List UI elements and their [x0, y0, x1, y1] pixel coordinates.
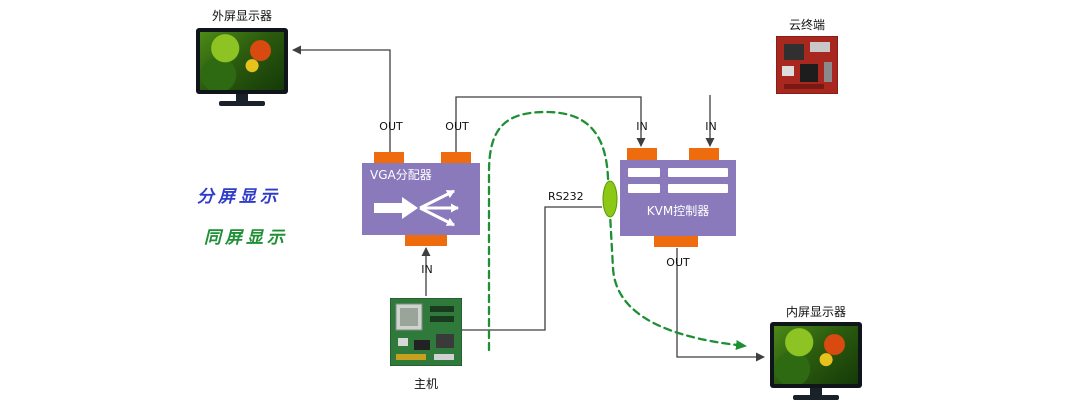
internal-monitor-label: 内屏显示器 [785, 305, 846, 319]
vga-port-out-right [441, 152, 471, 164]
kvm-slot [668, 184, 728, 193]
port-label-vga-out-right: OUT [445, 120, 469, 133]
kvm-controller-title: KVM控制器 [646, 204, 710, 218]
kvm-port-in-left [627, 148, 657, 160]
port-label-kvm-out: OUT [666, 256, 690, 269]
edge-vga-to-external-monitor [292, 45, 391, 152]
legend-split-screen: 分屏显示 [197, 187, 281, 207]
rs232-connector [602, 180, 618, 218]
port-label-kvm-in-right: IN [705, 120, 717, 133]
vga-port-out-left [374, 152, 404, 164]
kvm-slot [628, 168, 660, 177]
vga-splitter-box: VGA分配器 [362, 163, 480, 235]
monitor-screen [200, 32, 284, 90]
monitor-base [219, 101, 265, 106]
rs232-label: RS232 [548, 190, 584, 203]
split-arrows-icon [374, 189, 459, 227]
monitor-screen [774, 326, 858, 384]
monitor-base [793, 395, 839, 400]
monitor-frame [196, 28, 288, 94]
circuit-board-icon [775, 35, 839, 95]
kvm-slot [668, 168, 728, 177]
port-label-vga-in: IN [421, 263, 433, 276]
monitor-stand [810, 388, 822, 395]
motherboard-icon [389, 297, 463, 367]
kvm-controller-box: KVM控制器 [620, 160, 736, 236]
vga-splitter-title: VGA分配器 [370, 168, 432, 182]
kvm-slot [628, 184, 660, 193]
edge-host-rs232-to-kvm [462, 206, 602, 331]
external-monitor-label: 外屏显示器 [211, 9, 272, 23]
monitor-frame [770, 322, 862, 388]
cloud-terminal-label: 云终端 [788, 18, 825, 32]
host-label: 主机 [413, 377, 438, 391]
internal-monitor [770, 322, 862, 400]
kvm-port-out [654, 236, 698, 247]
external-monitor [196, 28, 288, 106]
legend-same-screen: 同屏显示 [204, 228, 288, 248]
monitor-stand [236, 94, 248, 101]
kvm-port-in-right [689, 148, 719, 160]
cloud-terminal-board [775, 35, 839, 98]
port-label-kvm-in-left: IN [636, 120, 648, 133]
host-board [389, 297, 463, 370]
port-label-vga-out-left: OUT [379, 120, 403, 133]
vga-port-in [405, 235, 447, 246]
edge-vga-to-kvm [455, 96, 646, 152]
